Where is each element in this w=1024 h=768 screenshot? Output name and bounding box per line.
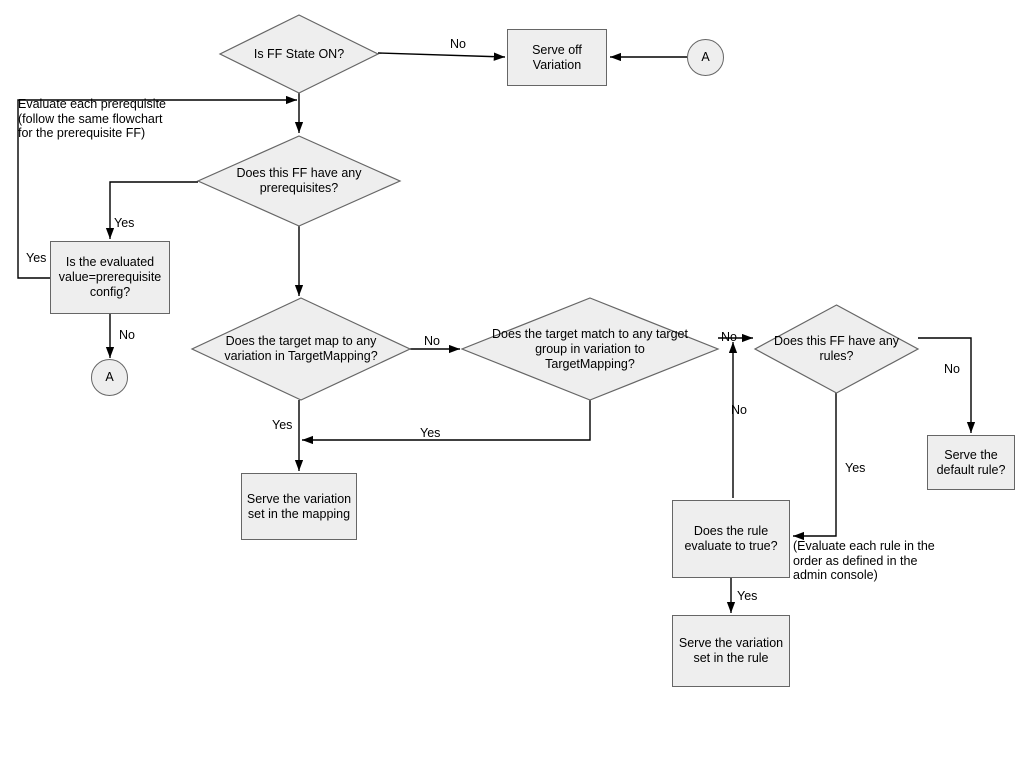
edge-label-ruletrue-yes: Yes	[737, 589, 758, 603]
note-prerequisite-evaluation: Evaluate each prerequisite (follow the s…	[18, 97, 167, 141]
process-serve-variation-rule-label: Serve the variation set in the rule	[678, 636, 784, 665]
process-serve-variation-mapping[interactable]: Serve the variation set in the mapping	[241, 473, 357, 540]
edge-prereq-yes	[105, 181, 198, 239]
edge-label-targetmap-yes: Yes	[272, 418, 293, 432]
connector-a-bottom[interactable]: A	[91, 359, 128, 396]
edge-label-ffstate-no: No	[450, 37, 466, 51]
process-evaluated-value-prerequisite-config[interactable]: Is the evaluated value=prerequisite conf…	[50, 241, 170, 314]
connector-a-top-label: A	[701, 50, 710, 64]
note-rule-order: (Evaluate each rule in the order as defi…	[793, 539, 935, 583]
decision-has-prerequisites[interactable]: Does this FF have any prerequisites?	[196, 135, 402, 227]
edge-rules-no	[918, 337, 976, 433]
process-does-rule-evaluate-true[interactable]: Does the rule evaluate to true?	[672, 500, 790, 578]
edge-rules-yes	[793, 393, 837, 541]
process-serve-default-rule[interactable]: Serve the default rule?	[927, 435, 1015, 490]
decision-has-rules[interactable]: Does this FF have any rules?	[753, 304, 920, 394]
process-serve-variation-rule[interactable]: Serve the variation set in the rule	[672, 615, 790, 687]
edge-label-targetgroup-no: No	[721, 330, 737, 344]
edge-label-rules-yes: Yes	[845, 461, 866, 475]
decision-is-ff-state-on[interactable]: Is FF State ON?	[218, 14, 380, 94]
connector-a-top[interactable]: A	[687, 39, 724, 76]
edge-label-targetgroup-yes: Yes	[420, 426, 441, 440]
edge-targetgroup-yes	[302, 400, 591, 445]
decision-target-match-group[interactable]: Does the target match to any target grou…	[460, 297, 720, 401]
edge-label-prereq-yes: Yes	[114, 216, 135, 230]
edge-ffstate-no	[377, 52, 506, 61]
process-does-rule-evaluate-true-label: Does the rule evaluate to true?	[684, 524, 778, 553]
process-serve-off-variation-label: Serve off Variation	[532, 42, 582, 72]
edge-label-prereq-loop-yes: Yes	[26, 251, 47, 265]
edge-eval-yes-loop	[17, 95, 297, 279]
edge-label-rules-no: No	[944, 362, 960, 376]
decision-target-map-to-variation[interactable]: Does the target map to any variation in …	[190, 297, 412, 401]
process-serve-variation-mapping-label: Serve the variation set in the mapping	[246, 491, 352, 521]
edge-label-ruletrue-no: No	[731, 403, 747, 417]
process-evaluated-value-prerequisite-config-label: Is the evaluated value=prerequisite conf…	[58, 255, 162, 299]
edge-label-targetmap-no: No	[424, 334, 440, 348]
connector-a-bottom-label: A	[105, 370, 114, 384]
process-serve-off-variation[interactable]: Serve off Variation	[507, 29, 607, 86]
process-serve-default-rule-label: Serve the default rule?	[936, 447, 1006, 477]
edge-label-eval-prereq-no: No	[119, 328, 135, 342]
